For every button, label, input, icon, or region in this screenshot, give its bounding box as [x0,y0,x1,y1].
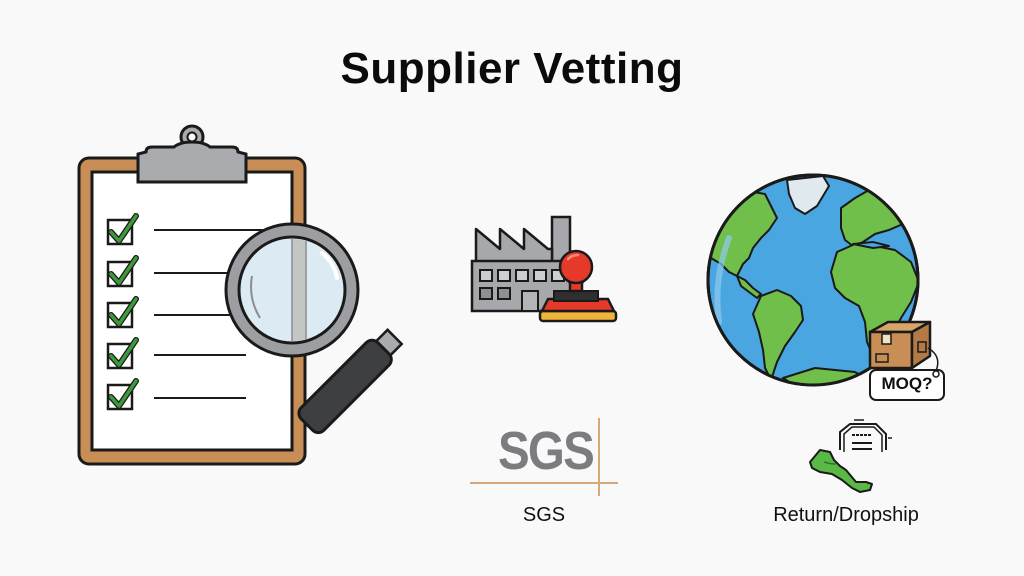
return-dropship-caption: Return/Dropship [773,504,919,526]
moq-tag-label: MOQ? [881,374,933,393]
sgs-logo: SGS [468,416,622,500]
cardboard-box-icon [868,318,932,370]
sgs-caption: SGS [522,504,566,526]
moq-tag: MOQ? [868,347,946,402]
sgs-logo-text: SGS [498,421,595,481]
factory-with-stamp-icon [470,215,620,327]
return-dropship-icon [806,418,896,494]
sgs-logo-vertical-rule [598,418,600,496]
page-title: Supplier Vetting [340,44,684,93]
magnifying-glass-icon [222,218,442,440]
sgs-logo-horizontal-rule [470,482,618,484]
globe-icon [705,172,921,388]
